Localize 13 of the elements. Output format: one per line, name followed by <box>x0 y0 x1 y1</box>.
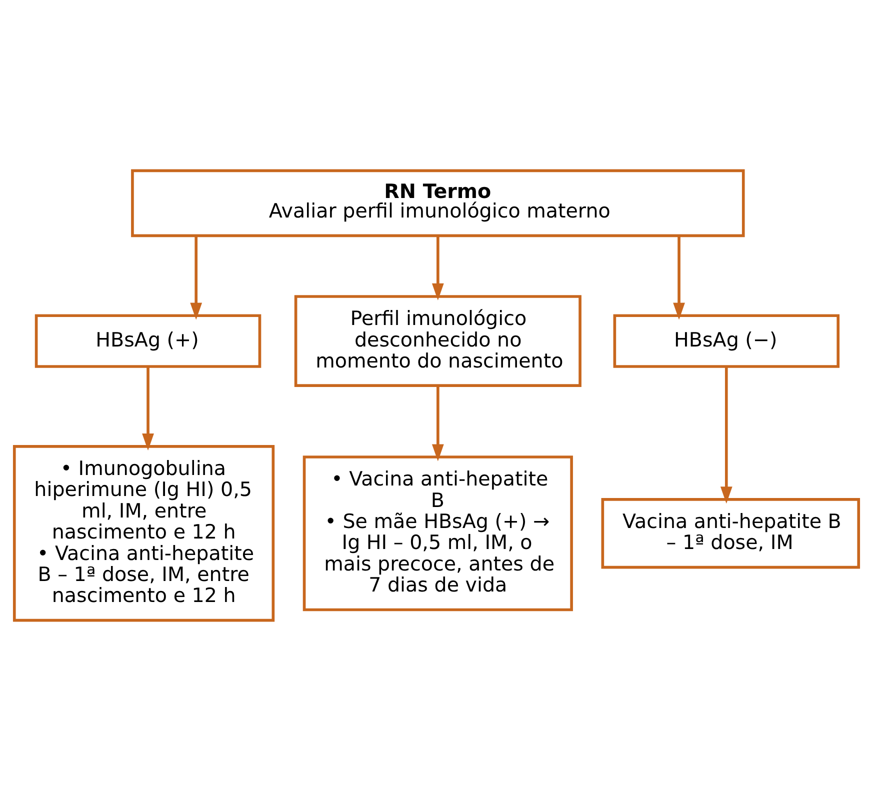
arrow <box>720 366 732 504</box>
node-box: HBsAg (−) <box>613 314 840 368</box>
arrow <box>673 235 685 320</box>
node-box: • Vacina anti-hepatite B • Se mãe HBsAg (+) → Ig HI – 0,5 ml, IM, o mais precoce, antes de 7 dias de vida <box>302 455 573 611</box>
node-box: • Imunogobulina hiperimune (Ig HI) 0,5 ml, IM, entre nascimento e 12 h • Vacina anti-hepatite B – 1ª dose, IM, entre nascimento e 12 h <box>12 444 275 622</box>
node-box: Vacina anti-hepatite B – 1ª dose, IM <box>601 498 860 568</box>
node-box: Perfil imunológico desconhecido no momento do nascimento <box>294 294 582 387</box>
node-box: RN Termo Avaliar perfil imunológico materno <box>131 168 745 237</box>
arrow <box>190 235 202 320</box>
node-box: HBsAg (+) <box>34 314 262 368</box>
arrow <box>432 235 444 300</box>
arrow <box>432 385 444 461</box>
arrow <box>142 366 154 450</box>
